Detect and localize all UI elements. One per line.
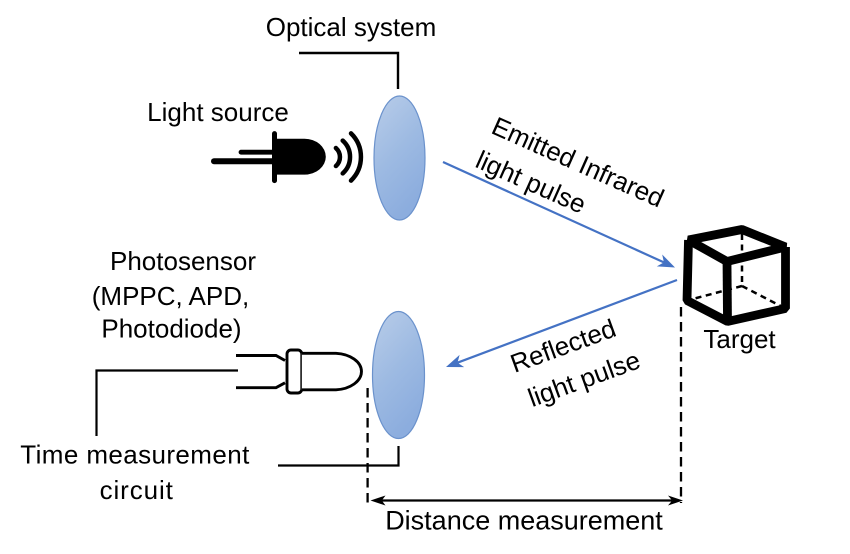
svg-text:Optical system: Optical system: [266, 12, 437, 42]
svg-text:Target: Target: [703, 324, 776, 354]
svg-text:Time measurement: Time measurement: [20, 440, 250, 470]
svg-text:Distance measurement: Distance measurement: [385, 506, 663, 536]
svg-text:Light source: Light source: [147, 97, 289, 127]
svg-text:(MPPC, APD,: (MPPC, APD,: [92, 281, 249, 311]
svg-text:Photosensor: Photosensor: [110, 246, 256, 276]
svg-text:circuit: circuit: [100, 475, 174, 505]
svg-text:Photodiode): Photodiode): [101, 314, 241, 344]
